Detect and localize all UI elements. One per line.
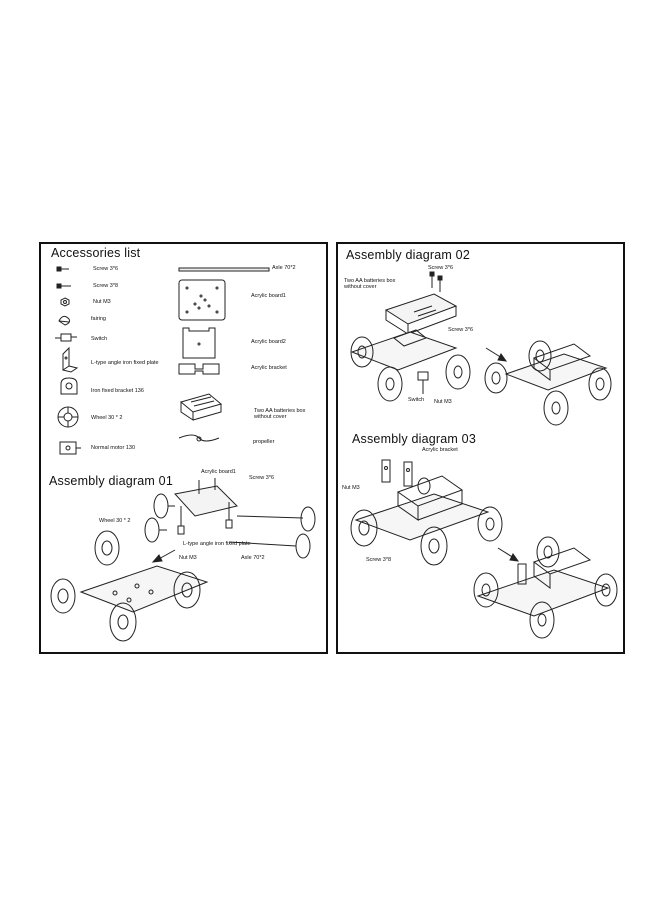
- a02-car-left: [351, 330, 470, 401]
- assembly02-title: Assembly diagram 02: [346, 248, 470, 262]
- label-axle: Axle 70*2: [272, 265, 296, 271]
- a02-label-nut: Nut M3: [434, 399, 452, 405]
- nut-icon: [61, 298, 69, 306]
- iron-bracket-icon: [61, 378, 77, 394]
- a02-label-screw-top: Screw 3*6: [428, 265, 454, 271]
- a03-car-right: [474, 537, 617, 638]
- a03-label-screw: Screw 3*8: [366, 557, 392, 563]
- a02-screws: [430, 272, 442, 292]
- label-iron-bracket: Iron fixed bracket 136: [91, 388, 144, 394]
- a03-brackets: [382, 460, 412, 486]
- wheel-icon: [58, 407, 78, 427]
- axle-icon: [179, 268, 269, 271]
- assembly01-car: [51, 531, 207, 641]
- battery-box-icon: [181, 394, 221, 420]
- assembly01-title: Assembly diagram 01: [49, 474, 173, 488]
- assembly03-title: Assembly diagram 03: [352, 432, 476, 446]
- switch-icon: [55, 334, 77, 341]
- acrylic-board1-icon: [179, 280, 225, 320]
- screw-38-icon: [57, 284, 71, 288]
- label-wheel: Wheel 30 * 2: [91, 415, 123, 421]
- a02-label-screw-side: Screw 3*6: [448, 327, 474, 333]
- a01-label-wheel: Wheel 30 * 2: [99, 518, 131, 524]
- arrow-icon-2: [498, 548, 518, 561]
- a03-label-bracket: Acrylic bracket: [422, 447, 458, 453]
- label-acrylic-bracket: Acrylic bracket: [251, 365, 287, 371]
- acrylic-board2-icon: [183, 328, 215, 358]
- label-screw-38: Screw 3*8: [93, 283, 119, 289]
- a02-car-right: [485, 341, 611, 425]
- label-motor: Normal motor 130: [91, 445, 136, 451]
- label-acrylic-board2: Acrylic board2: [251, 339, 286, 345]
- a03-label-nut: Nut M3: [342, 485, 360, 491]
- assembly-illustrations: [338, 244, 627, 656]
- arrow-icon: [153, 550, 175, 562]
- a02-battery-box: [386, 294, 456, 334]
- label-acrylic-board1: Acrylic board1: [251, 293, 286, 299]
- motor-icon: [60, 442, 81, 454]
- a01-label-screw: Screw 3*6: [249, 475, 275, 481]
- label-nut-m3: Nut M3: [93, 299, 111, 305]
- l-plate-icon: [63, 348, 77, 372]
- label-screw-36: Screw 3*6: [93, 266, 119, 272]
- label-switch: Switch: [91, 336, 108, 342]
- label-fairing: fairing: [91, 316, 106, 322]
- a01-label-nut: Nut M3: [179, 555, 197, 561]
- a01-label-l-plate: L-type angle iron fixed plate: [183, 541, 251, 547]
- assembly01-exploded-parts: [145, 478, 315, 558]
- acrylic-bracket-icon: [179, 364, 219, 374]
- a01-label-acrylic-board1: Acrylic board1: [201, 469, 236, 475]
- accessories-panel: Accessories list Screw 3*6 Screw 3*8 Nut…: [39, 242, 328, 654]
- label-l-plate: L-type angle iron fixed plate: [91, 360, 159, 366]
- label-propeller: propeller: [253, 439, 275, 445]
- a01-label-axle: Axle 70*2: [241, 555, 265, 561]
- accessories-illustrations: [41, 244, 330, 656]
- a02-label-battery-box: Two AA batteries box without cover: [344, 278, 396, 291]
- screw-36-icon: [57, 267, 69, 271]
- label-battery-box: Two AA batteries box without cover: [254, 408, 306, 421]
- arrow-icon: [486, 348, 506, 361]
- a02-label-switch: Switch: [408, 397, 425, 403]
- accessories-title: Accessories list: [51, 246, 141, 260]
- assembly-panel: Assembly diagram 02 Two AA batteries box…: [336, 242, 625, 654]
- a03-car-left: [351, 476, 502, 565]
- propeller-icon: [179, 435, 219, 441]
- fairing-icon: [59, 316, 70, 325]
